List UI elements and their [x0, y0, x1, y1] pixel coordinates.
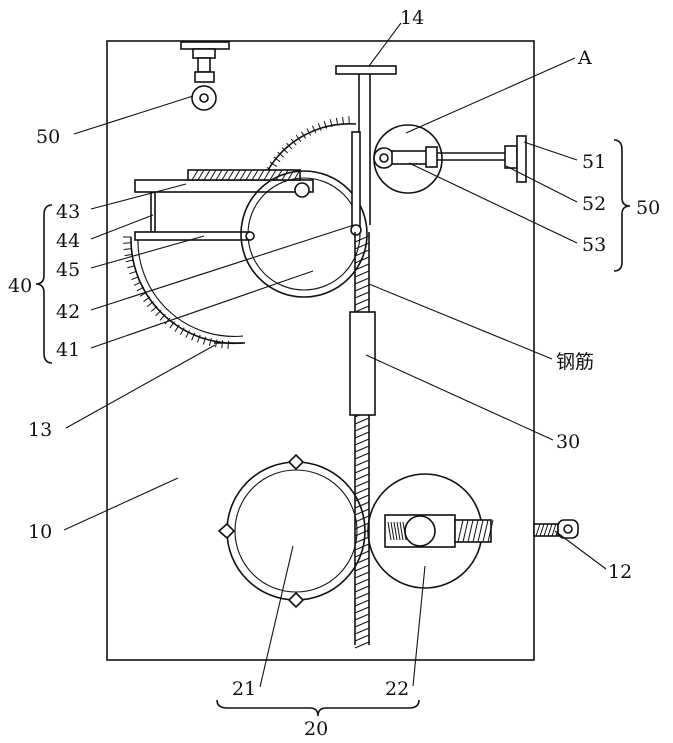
- label-roller-assembly: 20: [304, 718, 328, 740]
- brace-20: [217, 700, 419, 716]
- brace-40: [36, 205, 52, 363]
- label-clamp-right: 50: [636, 197, 660, 219]
- label-clamp-part-2: 52: [582, 193, 606, 215]
- label-arc-blade: 13: [28, 419, 52, 441]
- label-upper-plate: 43: [56, 201, 80, 223]
- label-lower-bar: 45: [56, 259, 80, 281]
- label-clamp-part-3: 53: [582, 234, 606, 256]
- label-guide-sleeve: 30: [556, 431, 580, 453]
- label-detail: A: [577, 47, 592, 69]
- bending-wheel: [241, 171, 367, 297]
- label-pressure-roller: 22: [385, 678, 409, 700]
- top-left-clamp: [181, 42, 229, 110]
- brace-50: [614, 140, 630, 271]
- pivot-arm: [351, 132, 361, 235]
- label-clamp-part-1: 51: [582, 151, 606, 173]
- label-top-plate: 14: [400, 7, 424, 29]
- label-bending-wheel: 41: [56, 339, 80, 361]
- label-clamp-left: 50: [36, 126, 60, 148]
- label-frame: 10: [28, 521, 52, 543]
- pressure-roller: [368, 474, 493, 588]
- guide-sleeve: [350, 312, 375, 415]
- label-bracket: 12: [608, 561, 632, 583]
- label-drive-roller: 21: [232, 678, 256, 700]
- label-rebar: 钢筋: [556, 351, 594, 373]
- drive-roller: [219, 455, 365, 607]
- rebar: [355, 232, 369, 648]
- label-connector: 44: [56, 230, 80, 252]
- top-plate: [336, 66, 396, 74]
- upper-saw-arc: [267, 116, 356, 171]
- side-bracket: [534, 520, 578, 538]
- label-pivot-arm: 42: [56, 301, 80, 323]
- label-bending-assembly: 40: [8, 275, 32, 297]
